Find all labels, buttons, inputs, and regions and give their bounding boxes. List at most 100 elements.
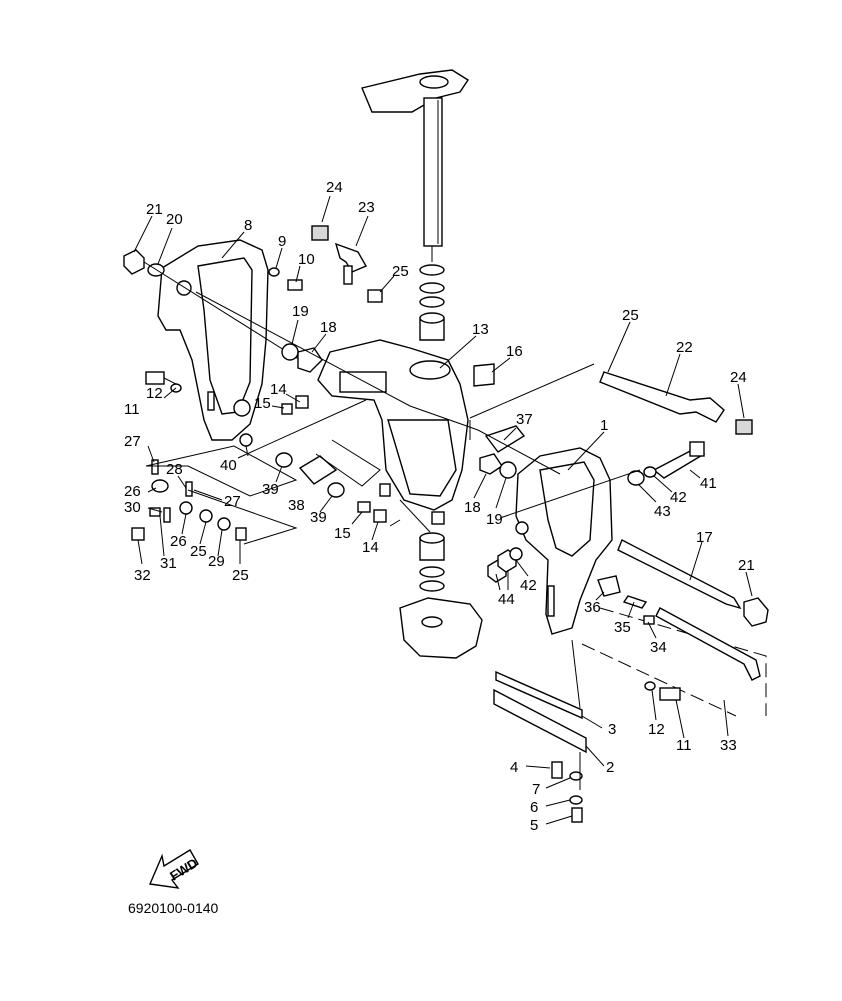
steering-shaft: [361, 69, 469, 247]
callout-3: 3: [608, 721, 616, 738]
callout-42-top: 42: [670, 489, 687, 506]
leader-lines: [133, 195, 753, 825]
trim-rod-assembly-33: [581, 595, 767, 717]
callout-1: 1: [600, 417, 608, 434]
callout-14-top: 14: [270, 381, 287, 398]
callout-20: 20: [166, 211, 183, 228]
callout-12-right: 12: [648, 721, 665, 738]
callout-37: 37: [516, 411, 533, 428]
spring-36: [597, 575, 621, 597]
washer-42-top: [643, 466, 657, 478]
callout-15-top: 15: [254, 395, 271, 412]
grease-fitting-14-15-lower: [357, 501, 387, 523]
plate-3: [495, 670, 583, 720]
callout-23: 23: [358, 199, 375, 216]
callout-18-left: 18: [320, 319, 337, 336]
callout-42-bottom: 42: [520, 577, 537, 594]
callout-27-right: 27: [224, 493, 241, 510]
callout-44: 44: [498, 591, 515, 608]
tube-38: [298, 455, 338, 485]
callout-36: 36: [584, 599, 601, 616]
callout-14-bottom: 14: [362, 539, 379, 556]
cap-24-right: [735, 419, 753, 435]
lever-parts-group: [131, 459, 247, 541]
callout-24-left: 24: [326, 179, 343, 196]
bushing-18-right: [479, 453, 517, 479]
callout-19-right: 19: [486, 511, 503, 528]
callout-16: 16: [506, 343, 523, 360]
callout-labels: 21 20 8 24 23 9 10 25 19 18 13 16 25 22 …: [124, 179, 755, 834]
nuts-44: [487, 547, 523, 583]
callout-6: 6: [530, 799, 538, 816]
bolt-5: [571, 807, 583, 823]
washer-40: [239, 433, 253, 447]
callout-32: 32: [134, 567, 151, 584]
callout-25-lower-right: 25: [232, 567, 249, 584]
callout-39-left: 39: [262, 481, 279, 498]
callout-28: 28: [166, 461, 183, 478]
callout-40: 40: [220, 457, 237, 474]
figure-code: 6920100-0140: [128, 900, 219, 916]
callout-15-bottom: 15: [334, 525, 351, 542]
callout-2: 2: [606, 759, 614, 776]
callout-31: 31: [160, 555, 177, 572]
callout-43: 43: [654, 503, 671, 520]
callout-35: 35: [614, 619, 631, 636]
right-clamp-bracket: [515, 447, 613, 635]
left-clamp-bracket: [157, 239, 269, 441]
callout-38: 38: [288, 497, 305, 514]
callout-41: 41: [700, 475, 717, 492]
callout-26-bottom: 26: [170, 533, 187, 550]
washer-6: [569, 795, 583, 805]
callout-11-left: 11: [124, 401, 140, 418]
bolt-4: [551, 761, 563, 779]
bolt-11-right: [644, 681, 681, 701]
bolt-41: [652, 441, 706, 479]
callout-12-left: 12: [146, 385, 163, 402]
callout-7: 7: [532, 781, 540, 798]
tilt-lever-rod-22: [599, 371, 725, 423]
shaft-washers: [419, 264, 445, 341]
callout-29: 29: [208, 553, 225, 570]
callout-33: 33: [720, 737, 737, 754]
nut-21-left: [123, 249, 145, 275]
plate-16: [473, 363, 495, 387]
callout-39-center: 39: [310, 509, 327, 526]
lower-bushings: [419, 532, 445, 592]
callout-10: 10: [298, 251, 315, 268]
tilt-rod-17: [617, 539, 742, 610]
small-fasteners-top: [268, 267, 383, 303]
callout-17: 17: [696, 529, 713, 546]
grease-fitting-14-15: [281, 395, 309, 415]
callout-27-top: 27: [124, 433, 141, 450]
bushing-18-left: [281, 343, 323, 373]
nut-21-right: [743, 597, 769, 627]
swivel-bracket: [317, 339, 469, 525]
callout-9: 9: [278, 233, 286, 250]
fwd-arrow-icon: FWD: [148, 849, 200, 889]
callout-25-right: 25: [622, 307, 639, 324]
callout-24-right: 24: [730, 369, 747, 386]
bushings-39: [275, 452, 345, 498]
callout-19-left: 19: [292, 303, 309, 320]
cap-24-left: [311, 225, 329, 241]
callout-11-right: 11: [676, 737, 692, 754]
tilt-stopper-23: [334, 242, 367, 285]
callout-21-left: 21: [146, 201, 163, 218]
callout-22: 22: [676, 339, 693, 356]
callout-26-top: 26: [124, 483, 141, 500]
callout-5: 5: [530, 817, 538, 834]
callout-30: 30: [124, 499, 141, 516]
lower-mount-bracket: [399, 597, 483, 659]
callout-21-right: 21: [738, 557, 755, 574]
callout-4: 4: [510, 759, 518, 776]
callout-18-right: 18: [464, 499, 481, 516]
callout-25-lower-left: 25: [190, 543, 207, 560]
rail-2: [493, 688, 587, 754]
callout-8: 8: [244, 217, 252, 234]
callout-25-top: 25: [392, 263, 409, 280]
callout-34: 34: [650, 639, 667, 656]
callout-13: 13: [472, 321, 489, 338]
washer-7: [569, 771, 583, 781]
